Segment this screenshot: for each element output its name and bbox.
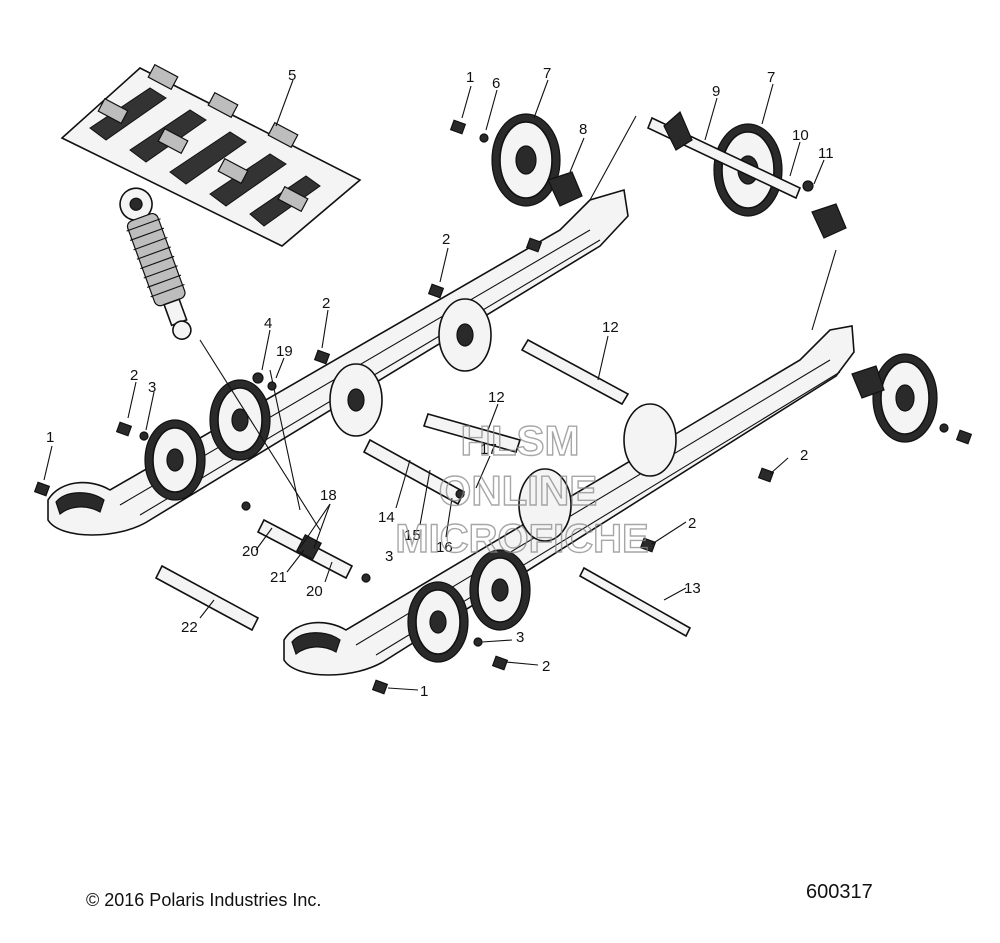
callout: 22 [181,619,198,636]
callout: 2 [322,295,330,312]
callout: 11 [818,145,834,162]
callout: 20 [306,583,323,600]
callout: 2 [542,658,550,675]
callout-labels: 1 6 7 8 9 7 10 11 5 2 2 4 19 2 3 1 12 12… [46,65,834,700]
callout: 12 [602,319,619,336]
shafts-drawing [154,111,802,638]
callout: 19 [276,343,293,360]
callout: 5 [288,67,296,84]
fasteners-drawing [33,119,973,695]
shock-absorber-drawing [119,187,192,340]
callout: 7 [767,69,775,86]
watermark-line-1: HLSM [461,417,580,464]
watermark: HLSM ONLINE MICROFICHE [395,416,650,561]
callout: 6 [492,75,500,92]
callout: 8 [579,121,587,138]
callout: 4 [264,315,272,332]
diagram-number: 600317 [806,881,873,903]
callout: 7 [543,65,551,82]
callout: 16 [436,539,453,556]
track-drawing [60,63,362,247]
wheels-drawing [144,113,938,663]
callout: 2 [688,515,696,532]
callout: 1 [46,429,54,446]
callout: 20 [242,543,259,560]
callout: 17 [480,441,497,458]
watermark-line-2: ONLINE [439,467,598,514]
watermark-line-3: MICROFICHE [395,517,648,561]
callout: 10 [792,127,809,144]
callout: 2 [442,231,450,248]
callout: 3 [385,548,393,565]
leader-lines [43,79,825,691]
callout: 1 [466,69,474,86]
callout: 13 [684,580,701,597]
callout: 2 [130,367,138,384]
callout: 15 [404,527,421,544]
callout: 3 [516,629,524,646]
callout: 3 [148,379,156,396]
callout: 12 [488,389,505,406]
copyright-text: © 2016 Polaris Industries Inc. [86,890,321,910]
callout: 21 [270,569,287,586]
callout: 1 [420,683,428,700]
callout: 2 [800,447,808,464]
callout: 18 [320,487,337,504]
callout: 14 [378,509,395,526]
callout: 9 [712,83,720,100]
